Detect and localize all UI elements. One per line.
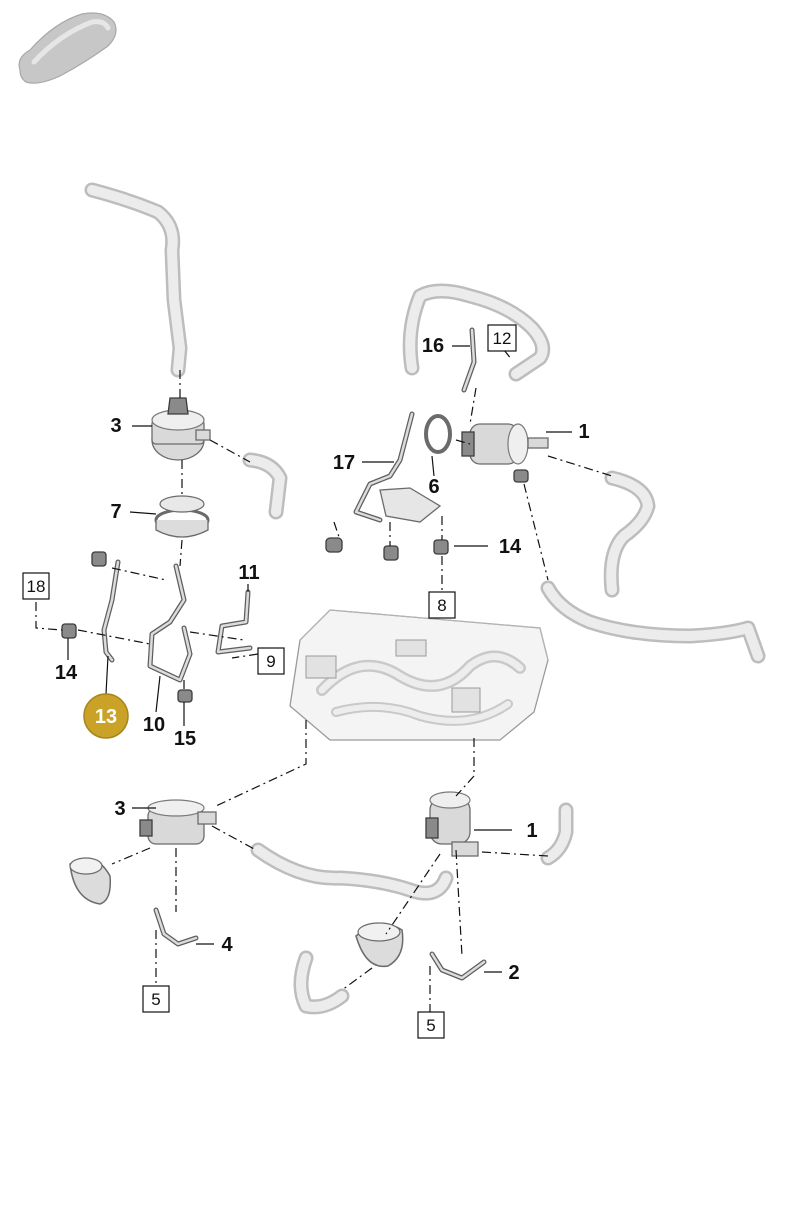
boxed-callout-5-left: 5 [151,990,160,1009]
callout-14-left: 14 [55,662,78,684]
highlighted-callout-13[interactable]: 13 [83,693,129,739]
boxed-callout-8: 8 [437,596,446,615]
highlighted-callout-label: 13 [95,706,117,728]
callout-4: 4 [221,934,233,956]
auxiliary-water-pump-right [461,423,549,483]
auxiliary-water-pump-upper [151,397,211,461]
coolant-hoses [84,182,766,1015]
pump-retaining-ring-bottom [355,922,404,968]
mounting-brackets-left [61,551,253,703]
callout-1-lower: 1 [526,820,537,842]
pump-retaining-ring-upper [154,495,210,538]
callout-16: 16 [422,335,444,357]
boxed-callout-5-right: 5 [426,1016,435,1035]
callout-10: 10 [143,714,165,736]
callout-6: 6 [428,476,439,498]
car-silhouette-icon [18,12,117,84]
callout-15: 15 [174,728,196,750]
pump-retaining-ring-lower [69,857,112,905]
assembly-lines [35,349,613,1012]
boxed-callout-9: 9 [266,652,275,671]
callout-17: 17 [333,452,355,474]
coolant-distributor-module [289,609,549,741]
callout-2: 2 [508,962,519,984]
pump-bracket-right [325,327,477,561]
boxed-callout-18: 18 [27,577,46,596]
callout-3-lower: 3 [114,798,125,820]
auxiliary-water-pump-lower-left [139,799,217,845]
callout-11: 11 [238,562,259,584]
small-brackets-lower [153,907,487,981]
callout-3-upper: 3 [110,415,121,437]
auxiliary-water-pump-lower-right [425,791,479,857]
callout-7: 7 [110,501,121,523]
boxed-callouts: 12 18 8 9 5 5 [22,324,517,1039]
leader-lines [67,345,572,973]
callout-1-upper: 1 [578,421,589,443]
callout-14-right: 14 [499,536,522,558]
callout-numbers: 3 7 1 16 17 6 14 11 14 10 15 3 1 4 2 [55,335,590,984]
boxed-callout-12: 12 [493,329,512,348]
